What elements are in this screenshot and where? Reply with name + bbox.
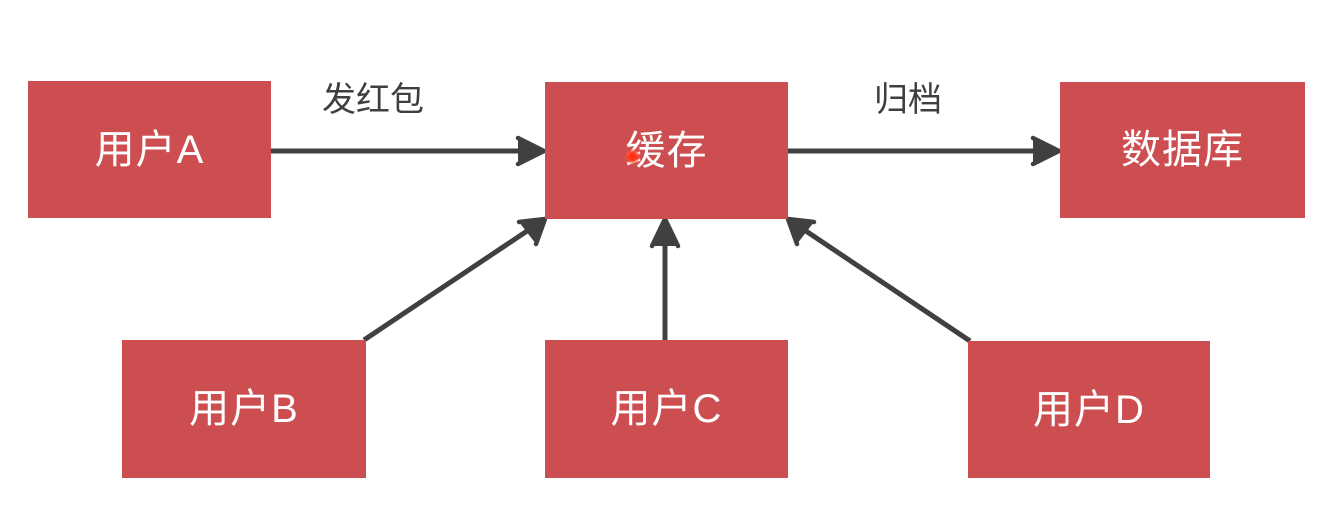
node-user-d[interactable]: 用户D [968,341,1210,478]
node-user-b-label: 用户B [189,387,299,431]
node-user-a[interactable]: 用户A [28,81,271,218]
edge-label-archive: 归档 [874,81,942,119]
node-user-c-label: 用户C [610,387,723,431]
edge-user-c-to-cache [649,216,681,340]
edge-user-a-to-cache [271,135,547,167]
edge-user-d-to-cache [785,216,972,344]
node-database-label: 数据库 [1121,128,1244,172]
node-database[interactable]: 数据库 [1060,82,1305,218]
node-user-b[interactable]: 用户B [122,340,366,478]
node-cache-label: 缓存 [625,128,708,173]
edge-cache-to-database [788,135,1062,167]
node-cache[interactable]: 缓存 [545,82,788,219]
node-user-d-label: 用户D [1033,387,1145,432]
edge-user-b-to-cache [362,216,548,343]
node-user-a-label: 用户A [94,127,205,172]
node-user-c[interactable]: 用户C [545,340,788,478]
edge-label-send-redpacket: 发红包 [322,81,424,119]
